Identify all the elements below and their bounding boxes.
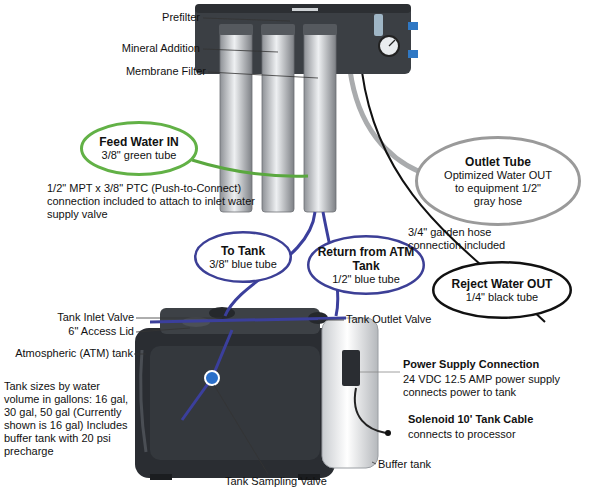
oval-shape xyxy=(82,123,197,175)
blue-tube xyxy=(150,318,346,322)
atm-tank xyxy=(135,328,335,478)
cable-end xyxy=(385,430,391,436)
callout-oval: To Tank3/8" blue tube xyxy=(194,231,292,283)
callout-oval: Feed Water IN3/8" green tube xyxy=(80,121,198,176)
part-label: Prefilter xyxy=(120,11,200,24)
callout-heading: Return from ATM Tank xyxy=(310,245,422,273)
oval-shape xyxy=(195,232,291,282)
flow-meter xyxy=(374,14,383,36)
oval-outline xyxy=(415,136,581,226)
fitting xyxy=(408,50,418,58)
tank-panel xyxy=(150,346,320,460)
blue-tube xyxy=(182,330,232,420)
callout-body: 3/8" blue tube xyxy=(209,258,277,271)
oval-shape xyxy=(417,138,580,225)
power-supply xyxy=(342,350,360,386)
callout-oval: Outlet TubeOptimized Water OUT to equipm… xyxy=(415,136,581,226)
fitting xyxy=(408,22,418,30)
tank-foot xyxy=(150,474,172,480)
callout-heading: Outlet Tube xyxy=(465,155,531,169)
inlet-valve xyxy=(209,307,235,319)
green-tube xyxy=(192,160,308,176)
leader-line xyxy=(203,18,290,21)
leader-line xyxy=(360,372,400,373)
part-label: Tank Sampling Valve xyxy=(225,475,355,488)
leader-line xyxy=(134,354,146,355)
solenoid-cable xyxy=(355,388,386,433)
part-label: Atmospheric (ATM) tank xyxy=(0,347,133,360)
gray-hose xyxy=(350,70,420,172)
part-label: Solenoid 10' Tank Cable xyxy=(408,413,593,426)
leader-line xyxy=(136,328,190,332)
part-label: 1/2" MPT x 3/8" PTC (Push-to-Connect) co… xyxy=(47,182,271,221)
leader-line xyxy=(136,318,222,319)
gauge-needle xyxy=(389,40,395,46)
leader-line xyxy=(203,49,278,52)
logo-mark xyxy=(292,8,318,11)
callout-oval: Reject Water OUT1/4" black tube xyxy=(432,261,572,319)
buffer-tank xyxy=(322,318,378,468)
part-label: 24 VDC 12.5 AMP power supply connects po… xyxy=(403,373,575,399)
leader-line xyxy=(372,462,376,464)
oval-shape xyxy=(308,236,424,294)
membrane-cylinder xyxy=(304,30,336,212)
pressure-gauge xyxy=(379,36,399,56)
callout-heading: Feed Water IN xyxy=(99,135,179,149)
part-label: 3/4" garden hose connection included xyxy=(408,226,530,252)
cylinder-cap xyxy=(261,24,295,35)
part-label: Tank Outlet Valve xyxy=(346,313,466,326)
leader-line xyxy=(214,385,268,474)
tank-handle xyxy=(141,350,146,452)
part-label: Buffer tank xyxy=(378,458,468,471)
leader-line xyxy=(318,320,344,321)
cylinder-cap xyxy=(303,24,337,35)
callout-oval: Return from ATM Tank1/2" blue tube xyxy=(307,235,425,295)
part-label: Mineral Addition xyxy=(90,42,200,55)
part-label: Tank sizes by water volume in gallons: 1… xyxy=(4,380,138,458)
part-label: Power Supply Connection xyxy=(403,358,593,371)
leader-line xyxy=(208,72,318,78)
callout-heading: Reject Water OUT xyxy=(452,277,553,291)
part-label: connects to processor xyxy=(408,428,578,441)
cylinder-cap xyxy=(219,24,253,35)
mineral-cylinder xyxy=(262,30,294,212)
callout-body: 1/4" black tube xyxy=(466,291,538,304)
part-label: Membrane Filter xyxy=(90,65,206,78)
panel-top xyxy=(195,4,411,13)
callout-body: 1/2" blue tube xyxy=(332,273,400,286)
callout-body: 3/8" green tube xyxy=(102,149,177,162)
part-label: 6" Access Lid xyxy=(20,325,134,338)
callout-heading: To Tank xyxy=(221,244,265,258)
oval-shape xyxy=(433,262,571,318)
part-label: Tank Inlet Valve xyxy=(20,311,134,324)
sampling-valve xyxy=(205,371,219,385)
callout-body: Optimized Water OUT to equipment 1/2" gr… xyxy=(443,169,553,208)
